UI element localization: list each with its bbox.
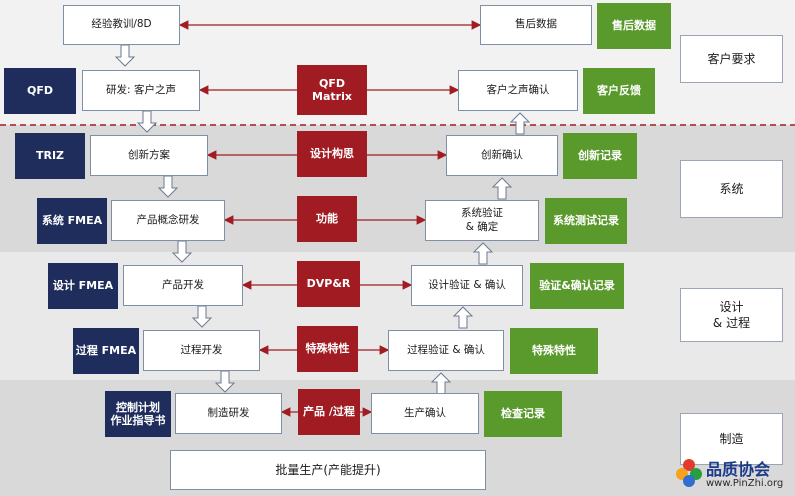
triz-box: TRIZ (15, 133, 85, 179)
function-box: 功能 (297, 196, 357, 242)
experience-box: 经验教训/8D (63, 5, 180, 45)
innovation-confirm-box: 创新确认 (446, 135, 558, 176)
voc-confirm-box: 客户之声确认 (458, 70, 578, 111)
down-arrow-2 (136, 110, 158, 133)
production-confirm-box: 生产确认 (371, 393, 479, 434)
mfg-dev-box: 制造研发 (175, 393, 282, 434)
voc-box: 研发: 客户之声 (82, 70, 200, 111)
special-char-link-box: 特殊特性 (297, 326, 358, 372)
special-char-record-box: 特殊特性 (510, 328, 598, 374)
up-arrow-4 (452, 306, 474, 329)
down-arrow-4 (171, 240, 193, 263)
process-fmea-box: 过程 FMEA (73, 328, 139, 374)
logo-url: www.PinZhi.org (706, 478, 784, 489)
verify-record-box: 验证&确认记录 (530, 263, 624, 309)
logo-name: 品质协会 (706, 460, 771, 479)
innovation-box: 创新方案 (90, 135, 208, 176)
stage-customer-req: 客户要求 (680, 35, 783, 83)
design-fmea-box: 设计 FMEA (48, 263, 118, 309)
inspection-record-box: 检查记录 (484, 391, 562, 437)
qfd-box: QFD (4, 68, 76, 114)
customer-feedback-box: 客户反馈 (583, 68, 655, 114)
product-process-box: 产品 /过程 (298, 389, 360, 435)
system-verify-box: 系统验证 & 确定 (425, 200, 539, 241)
qfd-matrix-box: QFD Matrix (297, 65, 367, 115)
down-arrow-1 (114, 44, 136, 67)
control-plan-box: 控制计划 作业指导书 (105, 391, 171, 437)
up-arrow-1 (509, 112, 531, 135)
process-verify-box: 过程验证 & 确认 (388, 330, 504, 371)
stage-design-process: 设计 & 过程 (680, 288, 783, 342)
product-dev-box: 产品开发 (123, 265, 243, 306)
system-fmea-box: 系统 FMEA (37, 198, 107, 244)
up-arrow-2 (491, 177, 513, 200)
up-arrow-5 (430, 372, 452, 395)
up-arrow-3 (472, 242, 494, 265)
mass-production-box: 批量生产(产能提升) (170, 450, 486, 490)
system-test-record-box: 系统测试记录 (545, 198, 627, 244)
design-concept-box: 设计构思 (297, 131, 367, 177)
stage-manufacturing: 制造 (680, 413, 783, 465)
design-verify-box: 设计验证 & 确认 (411, 265, 523, 306)
aftersales-record-box: 售后数据 (597, 3, 671, 49)
stage-system: 系统 (680, 160, 783, 218)
down-arrow-3 (157, 175, 179, 198)
dvpr-box: DVP&R (297, 261, 360, 307)
down-arrow-5 (191, 305, 213, 328)
process-dev-box: 过程开发 (143, 330, 260, 371)
down-arrow-6 (214, 370, 236, 393)
concept-box: 产品概念研发 (111, 200, 225, 241)
aftersales-box: 售后数据 (480, 5, 592, 45)
innovation-record-box: 创新记录 (563, 133, 637, 179)
